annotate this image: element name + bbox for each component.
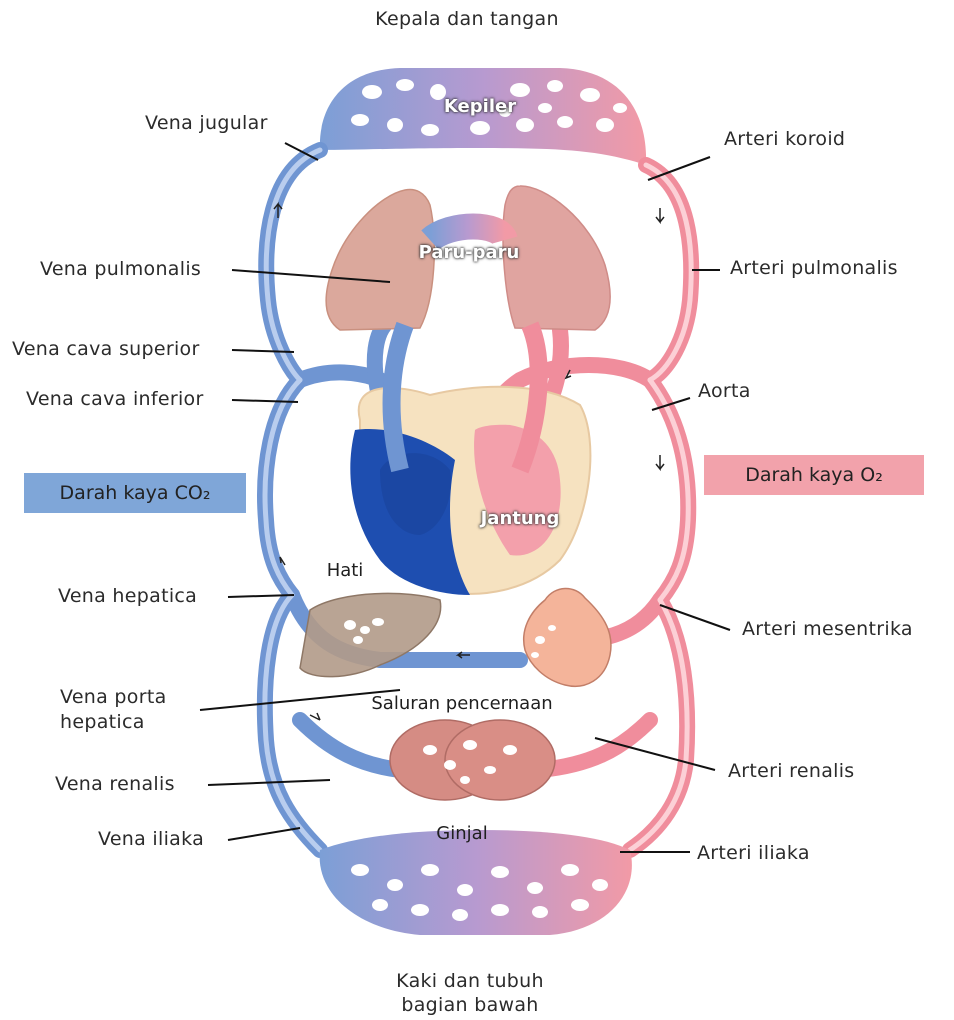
organ-label-kidney: Ginjal — [436, 823, 487, 844]
region-label-bottom-line2: bagian bawah — [401, 994, 538, 1016]
label-vena-porta-line1: Vena porta — [60, 686, 167, 708]
label-vena-porta-line2: hepatica — [60, 711, 145, 733]
kidneys — [390, 720, 555, 800]
region-label-bottom-line1: Kaki dan tubuh — [396, 970, 544, 992]
legend-co2-rich-blood: Darah kaya CO₂ — [24, 473, 246, 513]
label-vena-jugular: Vena jugular — [145, 112, 268, 134]
label-arteri-renalis: Arteri renalis — [728, 760, 855, 782]
organ-label-digestive: Saluran pencernaan — [371, 693, 552, 714]
organ-label-heart: Jantung — [481, 508, 560, 529]
stomach — [524, 588, 611, 686]
label-vena-pulmonalis: Vena pulmonalis — [40, 258, 201, 280]
lower-capillary-bed — [320, 830, 632, 935]
label-vena-hepatica: Vena hepatica — [58, 585, 197, 607]
label-vena-cava-superior: Vena cava superior — [12, 338, 200, 360]
legend-o2-rich-blood: Darah kaya O₂ — [704, 455, 924, 495]
label-vena-iliaka: Vena iliaka — [98, 828, 204, 850]
organ-label-lungs: Paru-paru — [419, 242, 520, 263]
label-aorta: Aorta — [698, 380, 751, 402]
label-arteri-koroid: Arteri koroid — [724, 128, 845, 150]
label-arteri-mesentrika: Arteri mesentrika — [742, 618, 913, 640]
label-arteri-pulmonalis: Arteri pulmonalis — [730, 257, 898, 279]
label-vena-cava-inferior: Vena cava inferior — [26, 388, 204, 410]
organ-label-capillary: Kepiler — [444, 96, 516, 117]
label-arteri-iliaka: Arteri iliaka — [697, 842, 810, 864]
label-vena-renalis: Vena renalis — [55, 773, 175, 795]
organ-label-liver: Hati — [327, 560, 364, 581]
region-label-head: Kepala dan tangan — [375, 8, 559, 30]
